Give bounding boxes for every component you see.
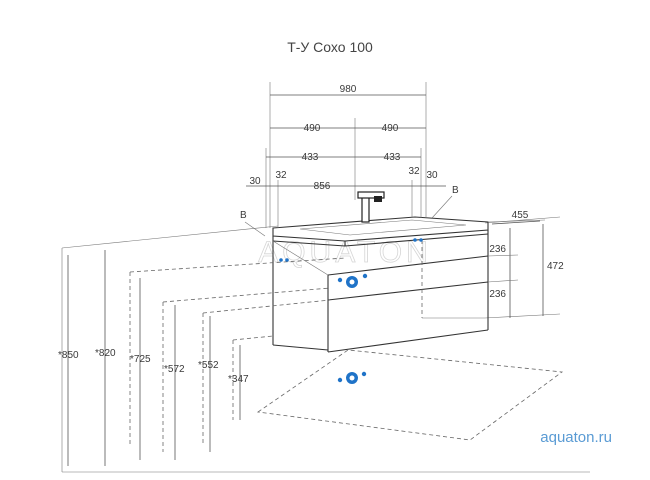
height-reference-lines (129, 257, 346, 452)
dim-856: 856 (314, 181, 331, 192)
brand-url: aquaton.ru (540, 429, 612, 446)
dim-32-right: 32 (408, 166, 420, 177)
height-dimensions: *850 *820 *725 *572 *552 *347 (58, 250, 249, 466)
dim-30-left: 30 (249, 176, 261, 187)
wall-guide-lines (61, 216, 590, 473)
dim-433-right: 433 (384, 152, 401, 163)
dim-236-lower: 236 (489, 289, 506, 300)
dim-472: 472 (547, 261, 564, 272)
faucet (357, 191, 385, 223)
dim-30-right: 30 (426, 170, 438, 181)
dim-455: 455 (512, 210, 529, 221)
dim-980: 980 (340, 84, 357, 95)
dim-32-left: 32 (275, 170, 287, 181)
marker-b-right: B (431, 185, 459, 219)
dim-572: *572 (164, 364, 185, 375)
drawing-title: Т-У Сохо 100 (287, 39, 373, 55)
marker-b-left: B (240, 210, 266, 237)
right-dimensions: 455 236 236 472 (487, 210, 564, 318)
dim-552: *552 (198, 360, 219, 371)
cabinet (272, 234, 489, 353)
drain-fitting-floor (337, 371, 367, 384)
drain-fitting-cabinet (337, 273, 368, 288)
water-connection-points (279, 238, 423, 262)
svg-text:B: B (240, 210, 247, 221)
dim-236-upper: 236 (489, 244, 506, 255)
dim-725: *725 (130, 354, 151, 365)
dim-490-left: 490 (304, 123, 321, 134)
dim-490-right: 490 (382, 123, 399, 134)
width-dimensions: 980 490 490 433 433 856 30 32 32 30 (246, 82, 446, 228)
dim-433-left: 433 (302, 152, 319, 163)
dim-850: *850 (58, 350, 79, 361)
dim-820: *820 (95, 348, 116, 359)
floor-footprint (256, 349, 564, 441)
dim-347: *347 (228, 374, 249, 385)
svg-text:B: B (452, 185, 459, 196)
